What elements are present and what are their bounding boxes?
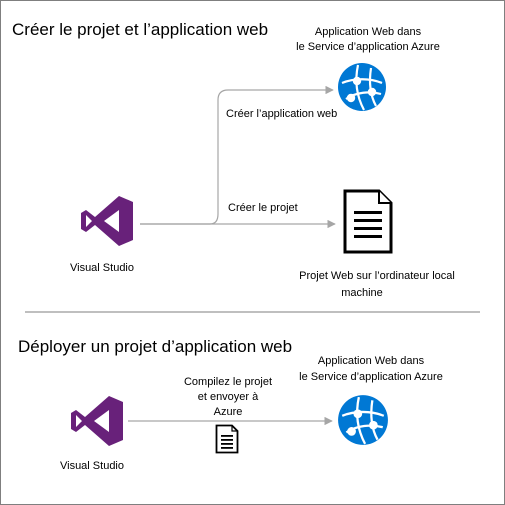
section2-azure-label-line1: Application Web dans — [317, 355, 425, 367]
arrow-create-project-label: Créer le projet — [228, 202, 298, 214]
document-icon — [343, 189, 393, 254]
section1-doc-label-line2: machine — [341, 287, 383, 299]
document-icon-small — [215, 424, 239, 454]
section2-title: Déployer un projet d’application web — [18, 337, 293, 356]
visual-studio-icon-deploy — [70, 394, 124, 448]
arrow-deploy-label-line2: et envoyer à — [197, 391, 259, 403]
arrow-create-web-app-label: Créer l’application web — [226, 108, 338, 120]
arrow-deploy-label-line1: Compilez le projet — [183, 376, 273, 388]
section1-vs-label: Visual Studio — [69, 262, 134, 274]
section2-azure-label-line2: le Service d’application Azure — [299, 371, 443, 383]
visual-studio-icon — [80, 194, 134, 248]
section1-title: Créer le projet et l’application web — [12, 20, 269, 39]
azure-web-app-icon — [336, 61, 388, 113]
section2-vs-label: Visual Studio — [59, 460, 124, 472]
arrow-deploy-label-line3: Azure — [213, 406, 243, 418]
section1-azure-label-line1: Application Web dans — [314, 26, 422, 38]
azure-web-app-icon-deploy — [336, 393, 390, 447]
section1-azure-label-line2: le Service d’application Azure — [296, 41, 440, 53]
section1-doc-label-line1: Projet Web sur l’ordinateur local — [299, 270, 455, 282]
